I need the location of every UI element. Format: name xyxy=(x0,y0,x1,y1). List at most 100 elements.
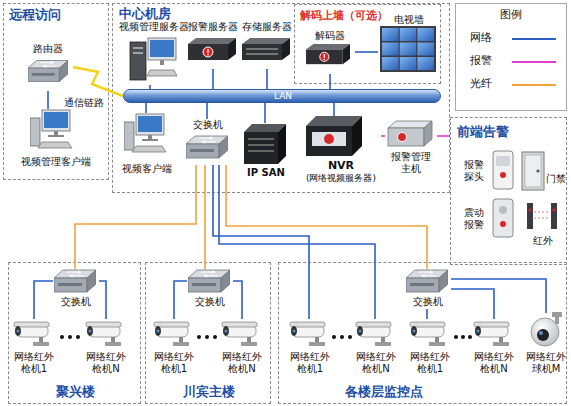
connector xyxy=(145,103,147,113)
legend-swatch xyxy=(512,61,556,63)
tv-wall-icon xyxy=(380,26,436,72)
connector xyxy=(206,103,208,119)
nvr: NVR(网络视频服务器) xyxy=(301,116,381,188)
connector xyxy=(99,281,106,319)
device-label: 交换机 xyxy=(185,296,235,308)
device-label: 震动报警 xyxy=(462,207,486,231)
connector xyxy=(212,69,214,89)
storage-icon xyxy=(242,38,290,60)
device-label: 视频管理客户端 xyxy=(11,156,101,168)
device-label: 交换机 xyxy=(51,296,101,308)
device-label: 网络红外枪机1 xyxy=(288,351,332,375)
device-label: 电视墙 xyxy=(394,14,438,26)
camera-icon xyxy=(222,322,257,346)
zone-box: 中心机房视频管理服务器报警服务器存储服务器解码上墙（可选） 解码器 电视墙 LAN 视频… xyxy=(112,3,450,193)
connector xyxy=(437,135,450,137)
switch-icon xyxy=(188,270,230,292)
router-icon xyxy=(28,61,68,82)
device-label: 报警探头 xyxy=(462,159,486,183)
zone-title: 川宾主楼 xyxy=(146,384,272,399)
zone-box: 远程访问路由器视频管理客户端 xyxy=(3,3,109,180)
connector xyxy=(451,289,494,319)
camera-icon xyxy=(410,322,445,346)
zone-title: 解码上墙（可选） xyxy=(300,9,400,22)
device-label: 交换机 xyxy=(181,119,235,131)
infrared-beam: 红外 xyxy=(521,201,565,253)
zone-box: 前端告警报警探头门禁震动报警红外 xyxy=(450,117,567,265)
zone-title: 中心机房 xyxy=(119,6,209,21)
zone-title: 远程访问 xyxy=(9,7,99,22)
camera-icon xyxy=(356,322,391,346)
zone-box: 各楼层监控点交换机网络红外枪机1网络红外枪机N网络红外枪机1网络红外枪机N网络红… xyxy=(278,262,567,404)
decoder-icon xyxy=(306,44,350,64)
legend-text: 报警 xyxy=(470,55,506,67)
legend-text: 光纤 xyxy=(470,78,506,90)
connector xyxy=(233,281,242,319)
lan-bus: LAN xyxy=(123,89,441,103)
pir-detector: 报警探头 xyxy=(456,151,518,195)
zone-box: 聚兴楼交换机网络红外枪机1网络红外枪机N xyxy=(8,262,141,404)
switch: 交换机 xyxy=(187,269,233,309)
device-label: 交换机 xyxy=(403,296,453,308)
client-pc: 视频客户端 xyxy=(119,113,175,177)
connector xyxy=(174,281,187,319)
bullet-camera: 网络红外枪机1 xyxy=(407,319,453,381)
legend-swatch xyxy=(512,38,556,40)
connector xyxy=(75,165,196,269)
device-label: 路由器 xyxy=(21,43,75,55)
device-label: 报警服务器 xyxy=(185,21,241,33)
camera-icon xyxy=(154,322,189,346)
bullet-camera: 网络红外枪机1 xyxy=(151,319,197,381)
device-label: NVR xyxy=(301,159,381,172)
legend-text: 网络 xyxy=(470,32,506,44)
connector xyxy=(355,51,378,53)
device-label: IP SAN xyxy=(237,167,295,179)
server: 视频管理服务器 xyxy=(119,21,189,85)
device-label: 网络红外枪机N xyxy=(84,351,128,375)
switch-icon xyxy=(54,270,96,292)
pir-icon xyxy=(493,151,513,189)
connector xyxy=(329,74,331,89)
bullet-camera: 网络红外枪机N xyxy=(471,319,517,381)
client-pc: 视频管理客户端 xyxy=(13,109,99,171)
legend-swatch xyxy=(512,84,556,86)
device-label: 解码器 xyxy=(303,30,357,42)
switch: 交换机 xyxy=(405,269,451,309)
camera-icon xyxy=(474,322,509,346)
pc-icon xyxy=(30,110,72,148)
camera-icon xyxy=(14,322,49,346)
device-label: LAN xyxy=(124,90,442,102)
connector xyxy=(426,309,428,319)
bullet-camera: 网络红外枪机N xyxy=(219,319,265,381)
connector xyxy=(34,281,53,319)
vibration-icon xyxy=(493,199,513,237)
switch: 交换机 xyxy=(183,119,233,165)
camera-icon xyxy=(86,322,121,346)
device-label: 网络红外枪机1 xyxy=(12,351,56,375)
door-access: 门禁 xyxy=(521,151,565,203)
connector xyxy=(333,103,335,116)
device-label: 网络红外枪机N xyxy=(354,351,398,375)
zone-box: 解码上墙（可选） 解码器 电视墙 xyxy=(294,4,441,84)
alarm-server-icon xyxy=(188,38,236,60)
connector xyxy=(226,165,427,269)
decoder: 解码器 xyxy=(305,30,355,74)
connector xyxy=(451,279,546,313)
ellipsis-dots xyxy=(60,335,472,339)
infrared-icon xyxy=(527,203,557,229)
connector xyxy=(266,69,268,89)
device-label: 视频管理服务器 xyxy=(115,21,193,33)
switch: 交换机 xyxy=(53,269,99,309)
device-label: 视频客户端 xyxy=(113,163,181,175)
device-label: 存储服务器 xyxy=(239,21,295,33)
storage-server: 存储服务器 xyxy=(241,21,293,69)
dome-camera: 网络红外球机M xyxy=(525,313,567,381)
alarm-server: 报警服务器 xyxy=(187,21,239,69)
connector xyxy=(149,85,151,89)
device-label: 报警管理主机 xyxy=(390,151,432,175)
bullet-camera: 网络红外枪机1 xyxy=(11,319,57,381)
device-label: 红外 xyxy=(521,235,565,247)
door-icon xyxy=(522,152,544,190)
connector xyxy=(219,165,375,319)
